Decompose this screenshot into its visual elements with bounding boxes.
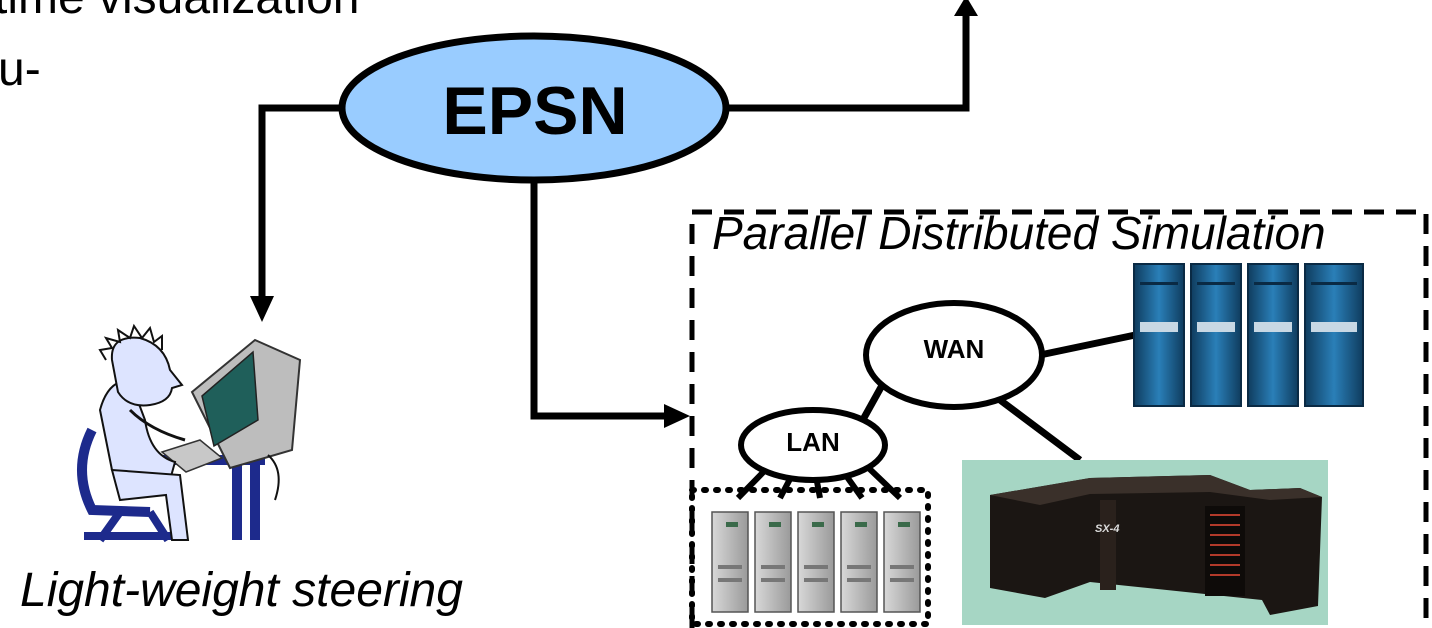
partial-u-text: u- <box>0 43 41 96</box>
wan-label: WAN <box>923 334 985 364</box>
simulation-title: Parallel Distributed Simulation <box>712 207 1326 259</box>
partial-top-text: time visualization <box>0 0 359 25</box>
arrow-head-steering <box>250 296 274 322</box>
lan-cluster-frame <box>689 487 931 627</box>
arrow-to-simulation <box>530 180 668 420</box>
epsn-label: EPSN <box>442 73 628 149</box>
link-wan-supercomputer <box>997 397 1083 463</box>
arrow-head-visualization <box>954 0 978 16</box>
simulation-frame <box>689 209 1429 628</box>
pc-cluster-image <box>711 511 921 613</box>
link-wan-servers <box>1039 330 1141 359</box>
lan-label: LAN <box>786 427 840 457</box>
arrow-to-steering <box>258 104 342 300</box>
arrow-head-simulation <box>664 404 690 428</box>
epsn-node <box>338 32 730 184</box>
server-racks-image <box>1133 263 1364 407</box>
arrow-to-visualization <box>726 10 970 112</box>
steering-label: Light-weight steering <box>20 564 463 617</box>
person-at-computer-icon <box>77 323 302 543</box>
wan-node <box>863 300 1045 410</box>
supercomputer-image: SX-4 <box>962 460 1328 625</box>
lan-node <box>738 407 888 483</box>
svg-text:SX-4: SX-4 <box>1095 523 1119 535</box>
